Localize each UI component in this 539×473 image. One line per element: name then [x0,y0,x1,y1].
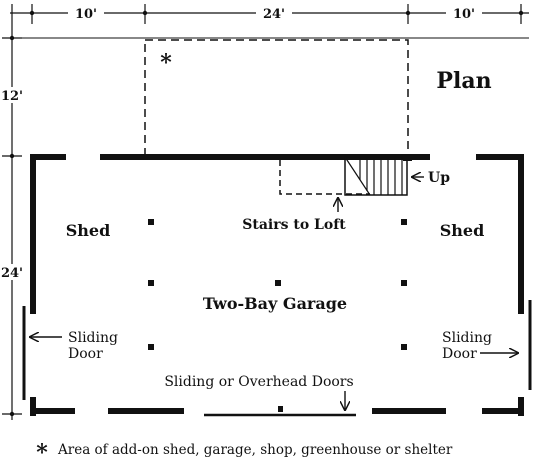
up-label: Up [428,170,450,186]
stairs-to-loft [279,154,412,196]
dimension-top-left: 10' [75,7,97,22]
dimension-left-lower: 24' [1,266,23,281]
dimension-tick-dot [142,10,148,16]
shed-right-label: Shed [440,221,485,240]
dimension-tick-dot [9,153,15,159]
dimension-tick-dot [518,10,524,16]
addon-area-outline [144,39,409,156]
right-door-label-line1: Sliding [442,330,492,346]
footnote-symbol: * [36,440,48,466]
front-door-label: Sliding or Overhead Doors [164,374,353,390]
shed-left-label: Shed [66,221,111,240]
dimension-top-middle: 24' [263,7,285,22]
support-posts [148,219,407,350]
left-door-label-line1: Sliding [68,330,118,346]
right-door-label-line2: Door [442,346,477,362]
building-walls [30,154,524,416]
dimension-tick-dot [29,10,35,16]
dimension-tick-dot [9,411,15,417]
addon-area-marker: * [160,50,172,76]
garage-label: Two-Bay Garage [203,294,347,313]
plan-title: Plan [436,68,491,94]
dimension-top-right: 10' [453,7,475,22]
left-door-label-line2: Door [68,346,103,362]
footnote-text: Area of add-on shed, garage, shop, green… [57,442,453,458]
left-dimension-line [2,4,22,420]
dimension-left-upper: 12' [1,89,23,104]
front-door-center-post [278,406,283,412]
dimension-tick-dot [405,10,411,16]
stairs-label: Stairs to Loft [242,217,346,233]
